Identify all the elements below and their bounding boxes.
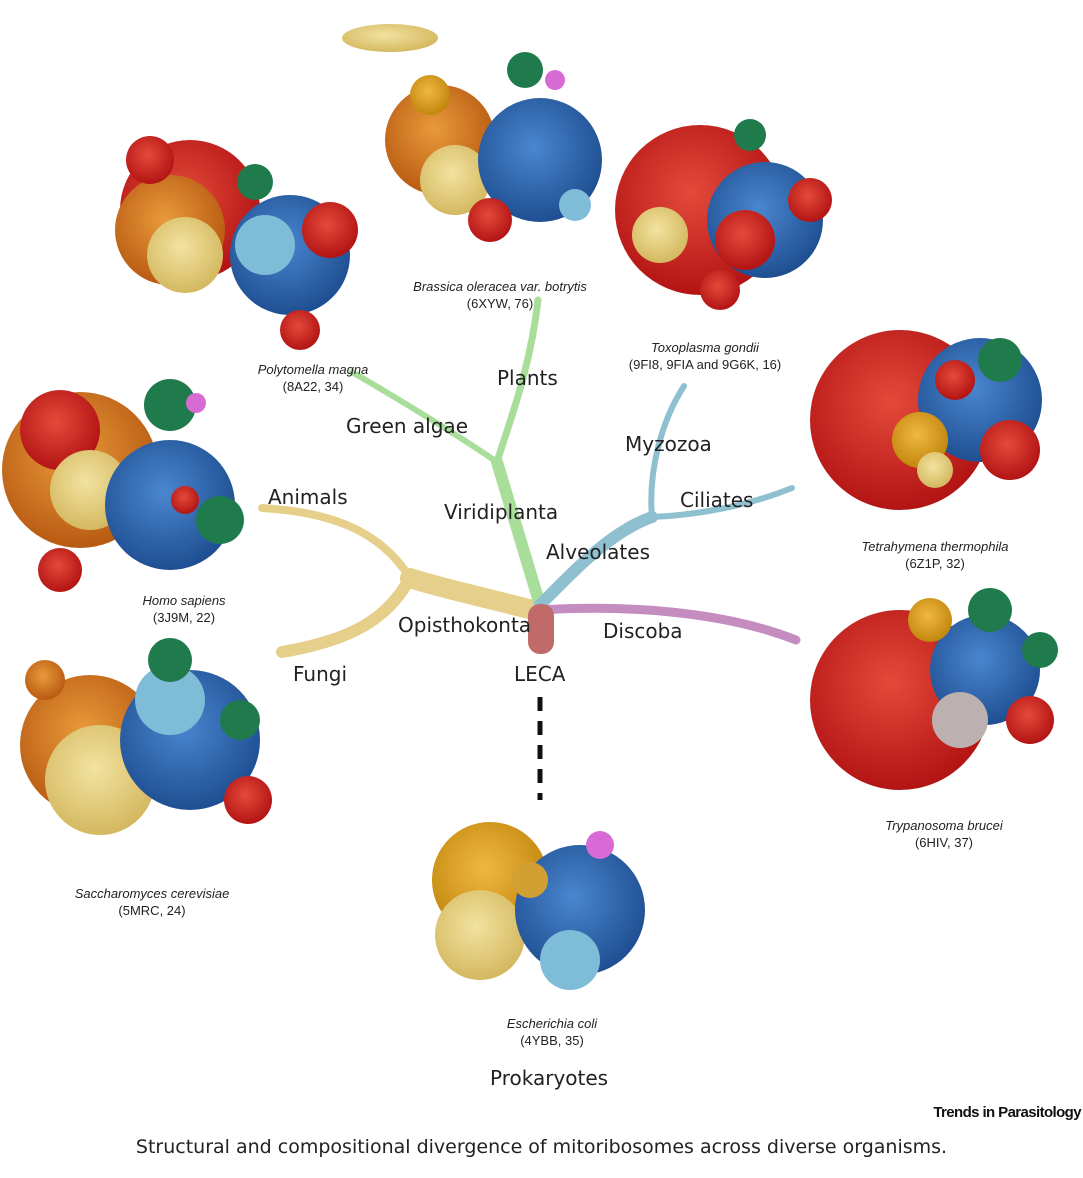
species-name: Homo sapiens — [142, 592, 225, 609]
prokaryotes-label: Prokaryotes — [490, 1066, 608, 1090]
structure-trypanosoma — [810, 588, 1058, 790]
species-name: Polytomella magna — [258, 361, 369, 378]
structure-toxoplasma — [615, 119, 832, 310]
organism-label-homo-sapiens: Homo sapiens (3J9M, 22) — [142, 592, 225, 626]
structure-tetrahymena — [810, 330, 1042, 510]
viridiplanta-branch — [497, 462, 540, 605]
species-name: Brassica oleracea var. botrytis — [413, 278, 587, 295]
organism-label-saccharomyces: Saccharomyces cerevisiae (5MRC, 24) — [75, 885, 230, 919]
pdb-code: (5MRC, 24) — [75, 902, 230, 919]
animals-branch — [262, 508, 410, 578]
figure-caption: Structural and compositional divergence … — [0, 1136, 1083, 1158]
organism-label-escherichia: Escherichia coli (4YBB, 35) — [507, 1015, 597, 1049]
ciliates-label: Ciliates — [680, 488, 753, 512]
green-algae-label: Green algae — [346, 414, 468, 438]
pdb-code: (3J9M, 22) — [142, 609, 225, 626]
organism-label-brassica: Brassica oleracea var. botrytis (6XYW, 7… — [413, 278, 587, 312]
structure-saccharomyces — [20, 638, 272, 835]
pdb-code: (8A22, 34) — [258, 378, 369, 395]
species-name: Trypanosoma brucei — [885, 817, 1003, 834]
fungi-label: Fungi — [293, 662, 347, 686]
species-name: Saccharomyces cerevisiae — [75, 885, 230, 902]
pdb-code: (6HIV, 37) — [885, 834, 1003, 851]
discoba-label: Discoba — [603, 619, 683, 643]
leca-root — [528, 604, 554, 654]
species-name: Toxoplasma gondii — [629, 339, 781, 356]
organism-label-toxoplasma: Toxoplasma gondii (9FI8, 9FIA and 9G6K, … — [629, 339, 781, 373]
organism-label-trypanosoma: Trypanosoma brucei (6HIV, 37) — [885, 817, 1003, 851]
opisthokonta-branch — [410, 578, 540, 612]
pdb-code: (4YBB, 35) — [507, 1032, 597, 1049]
structure-escherichia — [432, 822, 645, 990]
pdb-code: (6Z1P, 32) — [862, 555, 1009, 572]
structure-brassica — [342, 24, 602, 242]
journal-brand: Trends in Parasitology — [933, 1104, 1081, 1121]
pdb-code: (9FI8, 9FIA and 9G6K, 16) — [629, 356, 781, 373]
species-name: Escherichia coli — [507, 1015, 597, 1032]
opisthokonta-label: Opisthokonta — [398, 613, 531, 637]
plants-label: Plants — [497, 366, 558, 390]
organism-label-tetrahymena: Tetrahymena thermophila (6Z1P, 32) — [862, 538, 1009, 572]
species-name: Tetrahymena thermophila — [862, 538, 1009, 555]
structure-homo-sapiens — [2, 379, 244, 592]
structure-polytomella — [115, 136, 358, 350]
pdb-code: (6XYW, 76) — [413, 295, 587, 312]
myzozoa-label: Myzozoa — [625, 432, 712, 456]
viridiplanta-label: Viridiplanta — [444, 500, 558, 524]
animals-label: Animals — [268, 485, 348, 509]
fungi-branch — [282, 578, 410, 652]
alveolates-label: Alveolates — [546, 540, 650, 564]
organism-label-polytomella: Polytomella magna (8A22, 34) — [258, 361, 369, 395]
leca-label: LECA — [514, 662, 565, 686]
